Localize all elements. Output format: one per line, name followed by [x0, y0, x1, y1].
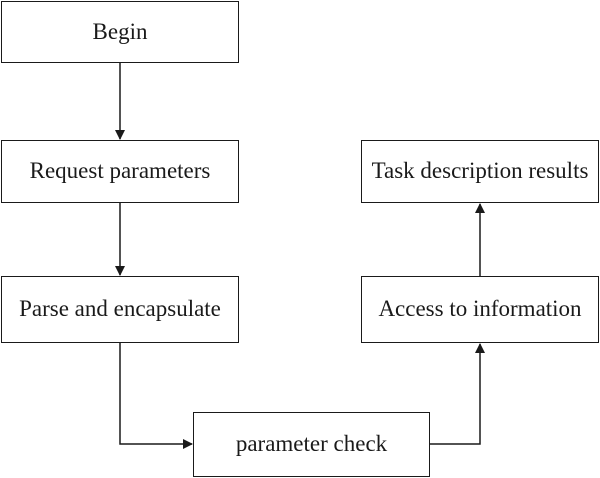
node-request-parameters-label: Request parameters	[29, 158, 211, 184]
node-parameter-check-label: parameter check	[235, 431, 388, 457]
node-access-to-information-label: Access to information	[378, 296, 582, 322]
node-request-parameters: Request parameters	[1, 140, 239, 203]
node-begin-label: Begin	[92, 18, 148, 44]
node-task-description-results-label: Task description results	[371, 158, 589, 184]
node-parse-and-encapsulate-label: Parse and encapsulate	[19, 296, 221, 322]
arrow-check-to-access	[430, 343, 485, 445]
node-parse-and-encapsulate: Parse and encapsulate	[1, 276, 239, 343]
node-access-to-information: Access to information	[361, 276, 599, 343]
node-task-description-results: Task description results	[361, 140, 599, 203]
node-parameter-check: parameter check	[193, 412, 430, 477]
node-begin: Begin	[1, 1, 239, 63]
arrow-parse-to-check	[119, 343, 193, 449]
